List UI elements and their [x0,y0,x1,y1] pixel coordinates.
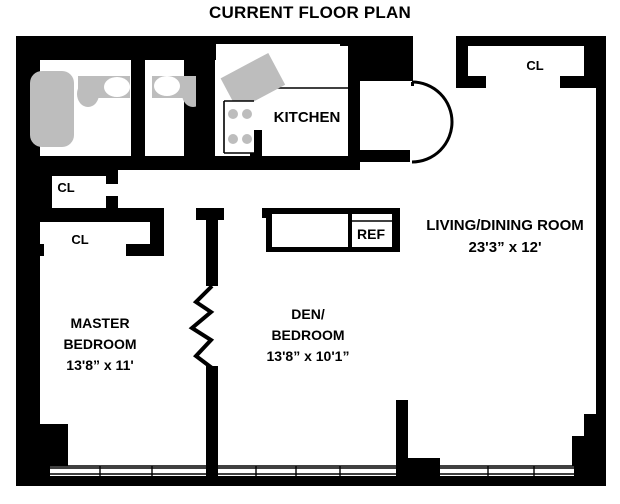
master-bedroom-label-line1: MASTER [70,315,129,331]
den-bedroom-label-line2: BEDROOM [271,327,344,343]
master-bedroom-dimensions: 13'8” x 11' [66,357,133,373]
bottom-piers [396,400,606,480]
sink-bowl-one [104,77,130,97]
kitchen-area: KITCHEN [196,44,360,170]
bathtub-icon [30,71,74,147]
sink-bowl-two [154,76,180,96]
master-bedroom-labels: MASTER BEDROOM 13'8” x 11' [63,315,136,373]
structural-walls [16,36,606,486]
bedroom-partition [188,208,224,480]
master-bedroom-label-line2: BEDROOM [63,336,136,352]
den-bedroom-label-line1: DEN/ [291,306,325,322]
page-title: CURRENT FLOOR PLAN [209,3,411,22]
entry-door [352,80,454,164]
closet-master-group: CL [16,208,164,256]
den-bedroom-labels: DEN/ BEDROOM 13'8” x 10'1” [267,306,350,364]
closet-master-label: CL [71,232,88,247]
closet-entry-group: CL [456,36,606,88]
living-dining-dimensions: 23'3” x 12' [468,239,541,256]
closet-entry-label: CL [526,58,543,73]
toilet-icon-one [77,81,99,107]
den-bedroom-dimensions: 13'8” x 10'1” [267,348,350,364]
refrigerator-label: REF [357,226,385,242]
window-band [50,465,574,476]
range-icon [224,101,254,153]
closet-hall-label: CL [57,180,74,195]
living-dining-label: LIVING/DINING ROOM [426,217,584,234]
kitchen-counter-icon [220,52,286,111]
kitchen-label: KITCHEN [274,109,341,126]
living-dining-area: REF LIVING/DINING ROOM 23'3” x 12' [262,208,584,256]
